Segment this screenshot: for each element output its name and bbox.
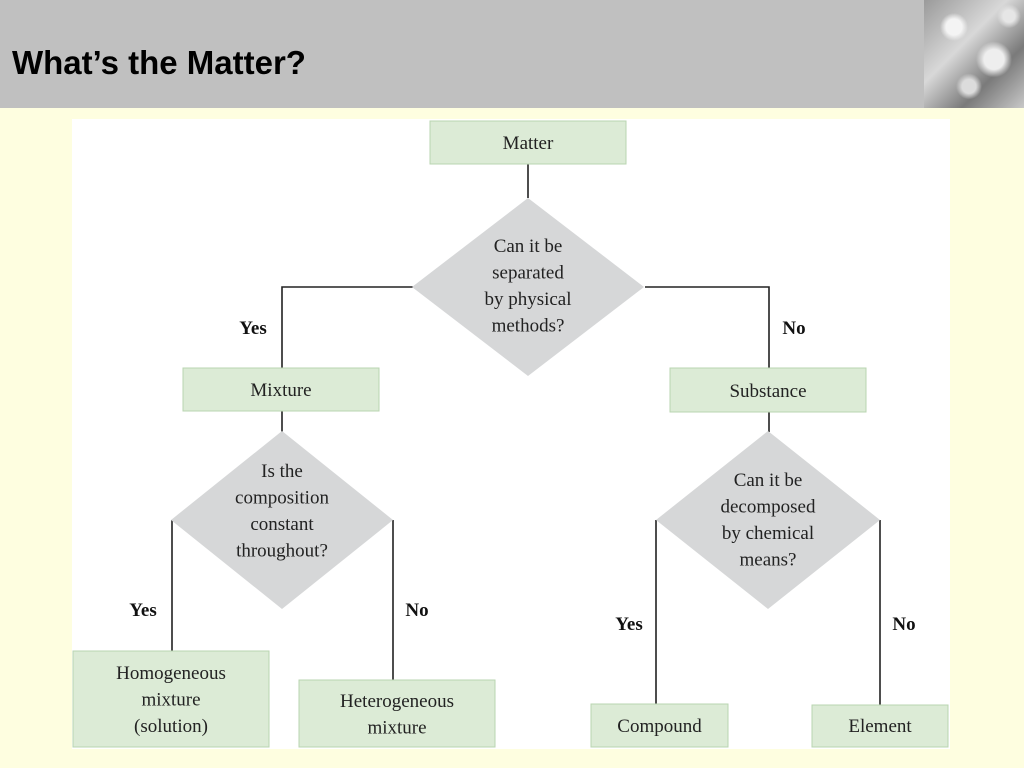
node-label-compound-line-1: Compound [617,716,702,737]
decision-diamond-q-physical [412,198,644,376]
node-label-matter-line-1: Matter [503,133,554,154]
branch-label-physical-no: No [782,318,805,339]
ice-crystal-image [924,0,1024,108]
decision-text-q-physical-line-1: Can it be [494,236,563,257]
node-label-element-line-1: Element [848,716,912,737]
decision-text-q-chemical-line-1: Can it be [734,470,803,491]
node-label-heterogeneous-line-1: Heterogeneous [340,691,454,712]
decision-text-q-chemical-line-2: decomposed [721,497,816,518]
node-label-homogeneous-line-2: mixture [141,690,200,711]
branch-label-composition-yes: Yes [129,600,156,621]
decision-diamond-q-chemical [656,431,880,609]
branch-label-chemical-yes: Yes [615,614,642,635]
connector-line-3 [645,286,770,368]
node-label-homogeneous-line-1: Homogeneous [116,663,226,684]
decision-text-q-composition-line-4: throughout? [236,541,328,562]
branch-label-physical-yes: Yes [239,318,266,339]
node-box-homogeneous [72,650,270,748]
node-box-substance [669,367,867,413]
decision-text-q-composition-line-3: constant [250,514,314,535]
decision-text-q-physical-line-4: methods? [492,316,565,337]
node-box-matter [429,120,627,165]
node-label-homogeneous-line-3: (solution) [134,716,208,737]
node-box-mixture [182,367,380,412]
branch-label-chemical-no: No [892,614,915,635]
flowchart-panel: Can it be separated by physical methods? Is … [72,119,950,749]
decision-text-q-physical-line-3: by physical [484,289,571,310]
node-label-heterogeneous-line-2: mixture [367,718,426,739]
node-box-compound [590,703,729,748]
slide-title: What’s the Matter? [12,44,306,81]
branch-label-composition-no: No [405,600,428,621]
decision-text-q-physical-line-2: separated [492,263,564,284]
node-box-element [811,704,949,748]
decision-text-q-chemical-line-3: by chemical [722,523,814,544]
node-label-mixture-line-1: Mixture [250,380,311,401]
decision-text-q-chemical-line-4: means? [740,550,797,571]
decision-text-q-composition-line-1: Is the [261,461,303,482]
title-bar: What’s the Matter? [0,0,924,108]
decision-diamond-q-composition [171,431,393,609]
node-label-substance-line-1: Substance [729,381,806,402]
decision-text-q-composition-line-2: composition [235,488,329,509]
node-box-heterogeneous [298,679,496,748]
connector-line-2 [281,286,413,368]
